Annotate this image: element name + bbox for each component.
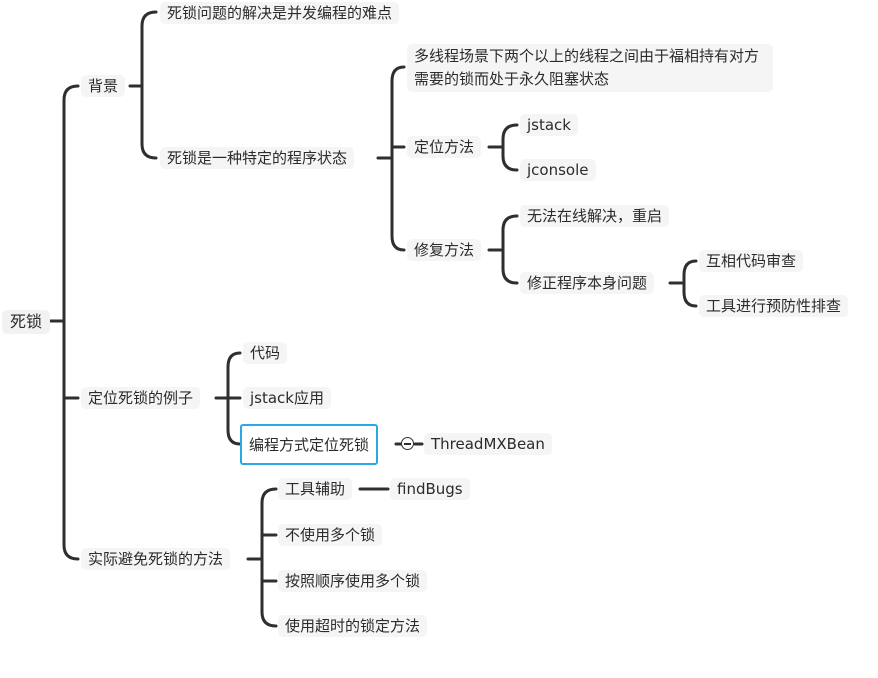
topic-restart[interactable]: 无法在线解决，重启 [520,205,670,227]
topic-programmatic-locate[interactable]: 编程方式定位死锁 [240,424,379,465]
topic-timeout-locks[interactable]: 使用超时的锁定方法 [278,615,428,637]
topic-threadmxbean[interactable]: ThreadMXBean [424,433,552,455]
connector-examples-children [226,351,242,446]
topic-definition[interactable]: 多线程场景下两个以上的线程之间由于福相持有对方需要的锁而处于永久阻塞状态 [407,44,773,92]
connector-avoid-children [260,487,278,628]
topic-locate-method[interactable]: 定位方法 [407,136,482,158]
connector-fix-children [501,214,519,285]
topic-difficulty[interactable]: 死锁问题的解决是并发编程的难点 [160,2,400,24]
connector-background-children [140,10,158,160]
connector-state-children [390,65,406,252]
topic-code[interactable]: 代码 [243,342,288,364]
topic-background[interactable]: 背景 [81,75,126,97]
topic-no-multiple-locks[interactable]: 不使用多个锁 [278,524,383,546]
topic-avoid[interactable]: 实际避免死锁的方法 [81,548,231,570]
topic-fix-program[interactable]: 修正程序本身问题 [520,272,655,294]
connector-fix-program-children [682,259,698,308]
topic-examples[interactable]: 定位死锁的例子 [81,387,201,409]
topic-code-review[interactable]: 互相代码审查 [699,250,804,272]
topic-fix-method[interactable]: 修复方法 [407,239,482,261]
topic-state[interactable]: 死锁是一种特定的程序状态 [160,147,355,169]
connector-locate-children [501,123,519,172]
topic-tool-assist[interactable]: 工具辅助 [278,478,353,500]
connector-root-children [62,84,80,561]
topic-jstack-usage[interactable]: jstack应用 [243,387,331,409]
topic-ordered-locks[interactable]: 按照顺序使用多个锁 [278,570,428,592]
topic-jstack[interactable]: jstack [520,114,578,136]
topic-findbugs[interactable]: findBugs [390,478,470,500]
collapse-toggle-icon[interactable] [401,437,414,450]
topic-jconsole[interactable]: jconsole [520,159,596,181]
topic-tool-check[interactable]: 工具进行预防性排查 [699,295,849,317]
root-node[interactable]: 死锁 [2,310,51,334]
